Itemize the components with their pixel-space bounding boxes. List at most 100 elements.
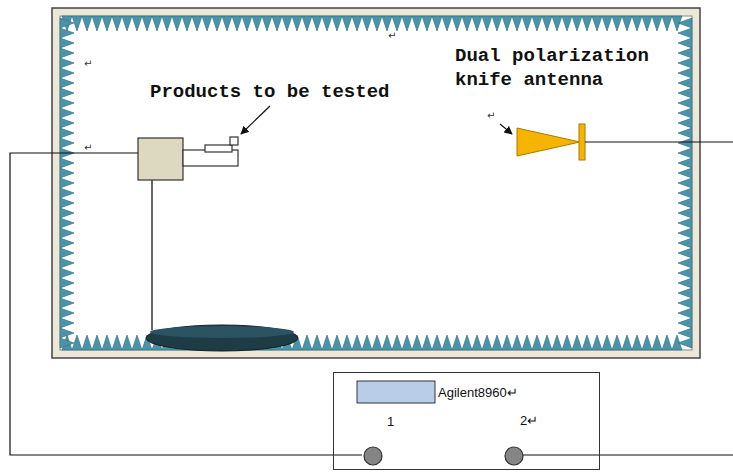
absorber-cone (572, 16, 582, 31)
absorber-cone (60, 248, 74, 258)
absorber-cone (60, 68, 74, 78)
absorber-cone (678, 158, 692, 168)
absorber-cone (512, 16, 522, 31)
absorber-cone (678, 118, 692, 128)
port-outline (504, 446, 524, 466)
absorber-cone (132, 335, 142, 350)
absorber-cone (182, 16, 192, 31)
absorber-cone (392, 16, 402, 31)
absorber-cone (622, 16, 632, 31)
absorber-cone (202, 16, 212, 31)
absorber-cone (662, 16, 672, 31)
rf-cable (10, 153, 362, 455)
turntable (146, 325, 298, 351)
absorber-cone (102, 16, 112, 31)
instrument-box: Agilent8960↵12↵ (333, 372, 600, 470)
absorber-cone (562, 335, 572, 350)
absorber-cone (60, 328, 74, 338)
absorber-cone (232, 16, 242, 31)
absorber-cone (678, 58, 692, 68)
absorber-cone (432, 16, 442, 31)
chamber-frame (52, 8, 700, 358)
absorber-cone (60, 178, 74, 188)
absorber-cone (60, 138, 74, 148)
absorber-cone (272, 16, 282, 31)
product-device (205, 145, 232, 152)
absorber-cone (662, 335, 672, 350)
absorber-cone (382, 16, 392, 31)
absorber-cone (678, 298, 692, 308)
absorber-cone (312, 16, 322, 31)
absorber-cone (572, 335, 582, 350)
absorber-cone (678, 108, 692, 118)
absorber-cone (282, 16, 292, 31)
absorber-cone (678, 338, 692, 348)
absorber-cone (678, 208, 692, 218)
absorber-cone (60, 18, 74, 28)
absorber-cone (242, 16, 252, 31)
horn-antenna (517, 128, 580, 156)
absorber-cone (102, 335, 112, 350)
absorber-cone (442, 16, 452, 31)
leader-line (500, 124, 512, 134)
absorber-cone (322, 16, 332, 31)
absorber-cone (352, 16, 362, 31)
absorber-cone (312, 335, 322, 350)
absorber-cone (362, 335, 372, 350)
absorber-cone (192, 16, 202, 31)
absorber-cone (532, 16, 542, 31)
absorber-cone (552, 335, 562, 350)
absorber-cone (60, 208, 74, 218)
return-mark: ↵ (84, 58, 92, 69)
absorber-cone (422, 16, 432, 31)
absorber-cone (678, 28, 692, 38)
absorber-cone (82, 335, 92, 350)
absorber-cone (442, 335, 452, 350)
absorber-cone (642, 16, 652, 31)
absorber-cone (502, 335, 512, 350)
absorber-cone (60, 288, 74, 298)
rf-cable (523, 454, 733, 455)
absorber-cone (412, 16, 422, 31)
instrument-name: Agilent8960↵ (438, 385, 518, 400)
absorber-cone (60, 218, 74, 228)
absorber-cone (472, 335, 482, 350)
absorber-cone (122, 16, 132, 31)
absorber-cone (678, 228, 692, 238)
absorber-cone (678, 138, 692, 148)
absorber-cone (60, 278, 74, 288)
absorber-cone (678, 278, 692, 288)
absorber-cone (678, 178, 692, 188)
absorber-cones (60, 16, 692, 350)
absorber-cone (60, 118, 74, 128)
absorber-cone (60, 78, 74, 88)
absorber-cone (678, 48, 692, 58)
absorber-cone (678, 128, 692, 138)
absorber-cone (562, 16, 572, 31)
absorber-cone (462, 335, 472, 350)
absorber-cone (492, 16, 502, 31)
absorber-cone (678, 218, 692, 228)
absorber-cone (678, 248, 692, 258)
port-outline (363, 446, 383, 466)
absorber-cone (342, 335, 352, 350)
absorber-cone (142, 16, 152, 31)
absorber-cone (512, 335, 522, 350)
absorber-cone (60, 198, 74, 208)
absorber-cone (592, 335, 602, 350)
absorber-cone (612, 335, 622, 350)
absorber-cone (60, 108, 74, 118)
absorber-cone (422, 335, 432, 350)
absorber-cone (60, 268, 74, 278)
absorber-cone (72, 335, 82, 350)
instrument-screen (357, 381, 435, 403)
absorber-cone (60, 308, 74, 318)
absorber-cone (60, 28, 74, 38)
absorber-cone (252, 16, 262, 31)
turntable-top (150, 326, 294, 338)
absorber-cone (678, 148, 692, 158)
absorber-cone (642, 335, 652, 350)
absorber-cone (602, 335, 612, 350)
support-pole (151, 180, 153, 330)
absorber-cone (592, 16, 602, 31)
